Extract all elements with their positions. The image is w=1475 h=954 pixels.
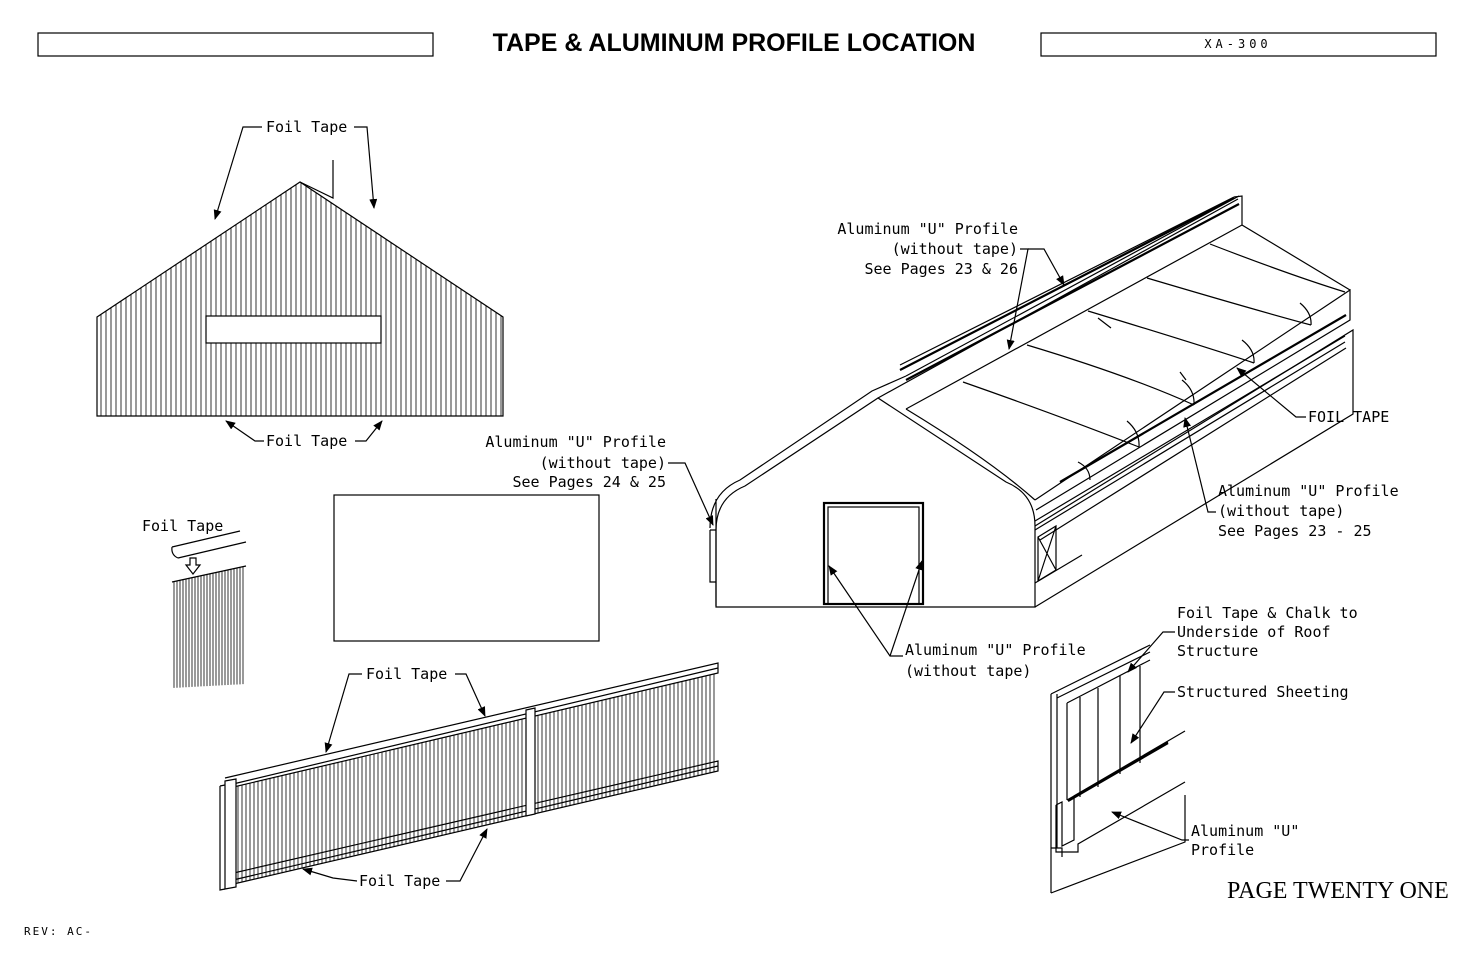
building-door-frame: [822, 501, 925, 606]
section-u-profile: [1055, 730, 1186, 853]
building-roof-seam-1: [962, 381, 1140, 448]
wall-leader-bottom-right: [446, 828, 488, 882]
wall-mid-post: [525, 707, 536, 817]
label-section-tape-3: Structure: [1177, 642, 1258, 660]
label-section-profile-2: Profile: [1191, 841, 1254, 859]
leader-profile-door-b: [889, 560, 923, 657]
detail-sheeting-stripes: [173, 566, 244, 688]
label-foil-tape: FOIL TAPE: [1308, 408, 1389, 426]
building-roof-seam-4: [1146, 277, 1312, 326]
building-door-inner: [827, 506, 920, 605]
building-ridge-profile: [899, 197, 1240, 381]
label-profile-top-2: (without tape): [892, 240, 1018, 258]
detail-down-arrow: [184, 557, 202, 575]
gable-window-opening: [205, 315, 382, 344]
wall-sheeting-stripes: [237, 673, 715, 883]
section-base: [1050, 795, 1186, 894]
label-profile-right-3: See Pages 23 - 25: [1218, 522, 1372, 540]
wall-top-rail: [224, 662, 719, 790]
leader-profile-right: [1183, 417, 1216, 513]
wall-leader-top-left: [324, 673, 362, 753]
leader-profile-top-b: [1028, 248, 1065, 286]
section-top-rail: [1050, 644, 1151, 699]
page-title: TAPE & ALUMINUM PROFILE LOCATION: [493, 29, 976, 57]
title-box-right: [1040, 32, 1437, 57]
drawing-code: XA-300: [1204, 37, 1271, 51]
wall-top-rail-inner: [232, 667, 719, 785]
wall-panel-view: Foil Tape Foil Tape: [219, 662, 719, 891]
detail-panel-top: [171, 565, 247, 583]
label-profile-top-3: See Pages 23 & 26: [864, 260, 1018, 278]
detail-label: Foil Tape: [142, 517, 223, 535]
label-section-tape-2: Underside of Roof: [1177, 623, 1331, 641]
wall-leader-bottom-left: [302, 867, 358, 882]
gable-leader-bottom-left: [225, 420, 264, 442]
gable-leader-right: [354, 126, 378, 209]
gable-sheeting-stripes: [100, 182, 502, 416]
label-profile-door-2: (without tape): [905, 662, 1031, 680]
section-sheeting-panel: [1066, 659, 1169, 801]
leader-foil-tape: [1236, 367, 1306, 418]
wall-label-top: Foil Tape: [366, 665, 447, 683]
detail-tape-roll: [171, 530, 247, 559]
label-section-sheeting: Structured Sheeting: [1177, 683, 1349, 701]
section-u-profile-lower: [1051, 847, 1063, 857]
building-roof-tape-curves: [1077, 302, 1312, 481]
gable-outline: [96, 181, 504, 417]
label-section-profile-1: Aluminum "U": [1191, 822, 1299, 840]
leader-section-tape: [1127, 631, 1175, 673]
gable-label-top: Foil Tape: [266, 118, 347, 136]
leader-section-sheeting: [1130, 691, 1175, 744]
label-profile-right-1: Aluminum "U" Profile: [1218, 482, 1399, 500]
wall-label-bottom: Foil Tape: [359, 872, 440, 890]
building-roof-front: [905, 408, 1036, 501]
title-box-left: [37, 32, 434, 57]
building-ridge-cap: [905, 195, 1351, 410]
wall-leader-top-right: [455, 673, 486, 717]
label-profile-right-2: (without tape): [1218, 502, 1344, 520]
building-side-wall: [1034, 328, 1354, 608]
gable-ridge-flash: [299, 160, 334, 199]
label-profile-door-1: Aluminum "U" Profile: [905, 641, 1086, 659]
building-front-outer-roof: [709, 375, 907, 606]
wall-end-post: [224, 778, 237, 890]
label-profile-left-2: (without tape): [540, 454, 666, 472]
tape-detail-small: Foil Tape: [142, 517, 247, 688]
leader-section-profile: [1111, 811, 1189, 841]
building-roof-seam-5: [1209, 243, 1346, 293]
title-block: TAPE & ALUMINUM PROFILE LOCATION XA-300: [37, 29, 1437, 57]
building-roof-detail-ticks: [1097, 317, 1187, 381]
label-profile-left-1: Aluminum "U" Profile: [485, 433, 666, 451]
section-bottom-rail: [1067, 742, 1169, 802]
building-side-ridge-line: [1059, 314, 1347, 483]
gable-leader-left: [213, 126, 262, 220]
label-profile-top-1: Aluminum "U" Profile: [837, 220, 1018, 238]
section-post-outer: [1050, 694, 1058, 893]
leader-profile-door-a: [828, 565, 903, 657]
leader-profile-left: [668, 462, 714, 526]
gable-label-bottom: Foil Tape: [266, 432, 347, 450]
section-sheeting-ribs: [1079, 666, 1141, 797]
blank-panel-area: [333, 494, 600, 642]
building-side-left-strip: [709, 529, 716, 583]
gable-end-view: Foil Tape Foil Tape: [96, 118, 504, 450]
building-front-wall: [715, 397, 1036, 608]
label-section-tape-1: Foil Tape & Chalk to: [1177, 604, 1358, 622]
label-profile-left-3: See Pages 24 & 25: [512, 473, 666, 491]
wall-end-post-2: [219, 784, 226, 891]
building-side-x-brace: [1037, 524, 1057, 583]
building-view: Aluminum "U" Profile (without tape) See …: [485, 195, 1399, 680]
page-number: PAGE TWENTY ONE: [1227, 878, 1449, 904]
section-detail: Foil Tape & Chalk to Underside of Roof S…: [1050, 604, 1358, 894]
building-roof-seam-2: [1026, 344, 1195, 406]
gable-leader-bottom-right: [355, 420, 383, 442]
building-roof-seam-3: [1087, 310, 1255, 364]
revision-label: REV: AC-: [24, 925, 93, 938]
